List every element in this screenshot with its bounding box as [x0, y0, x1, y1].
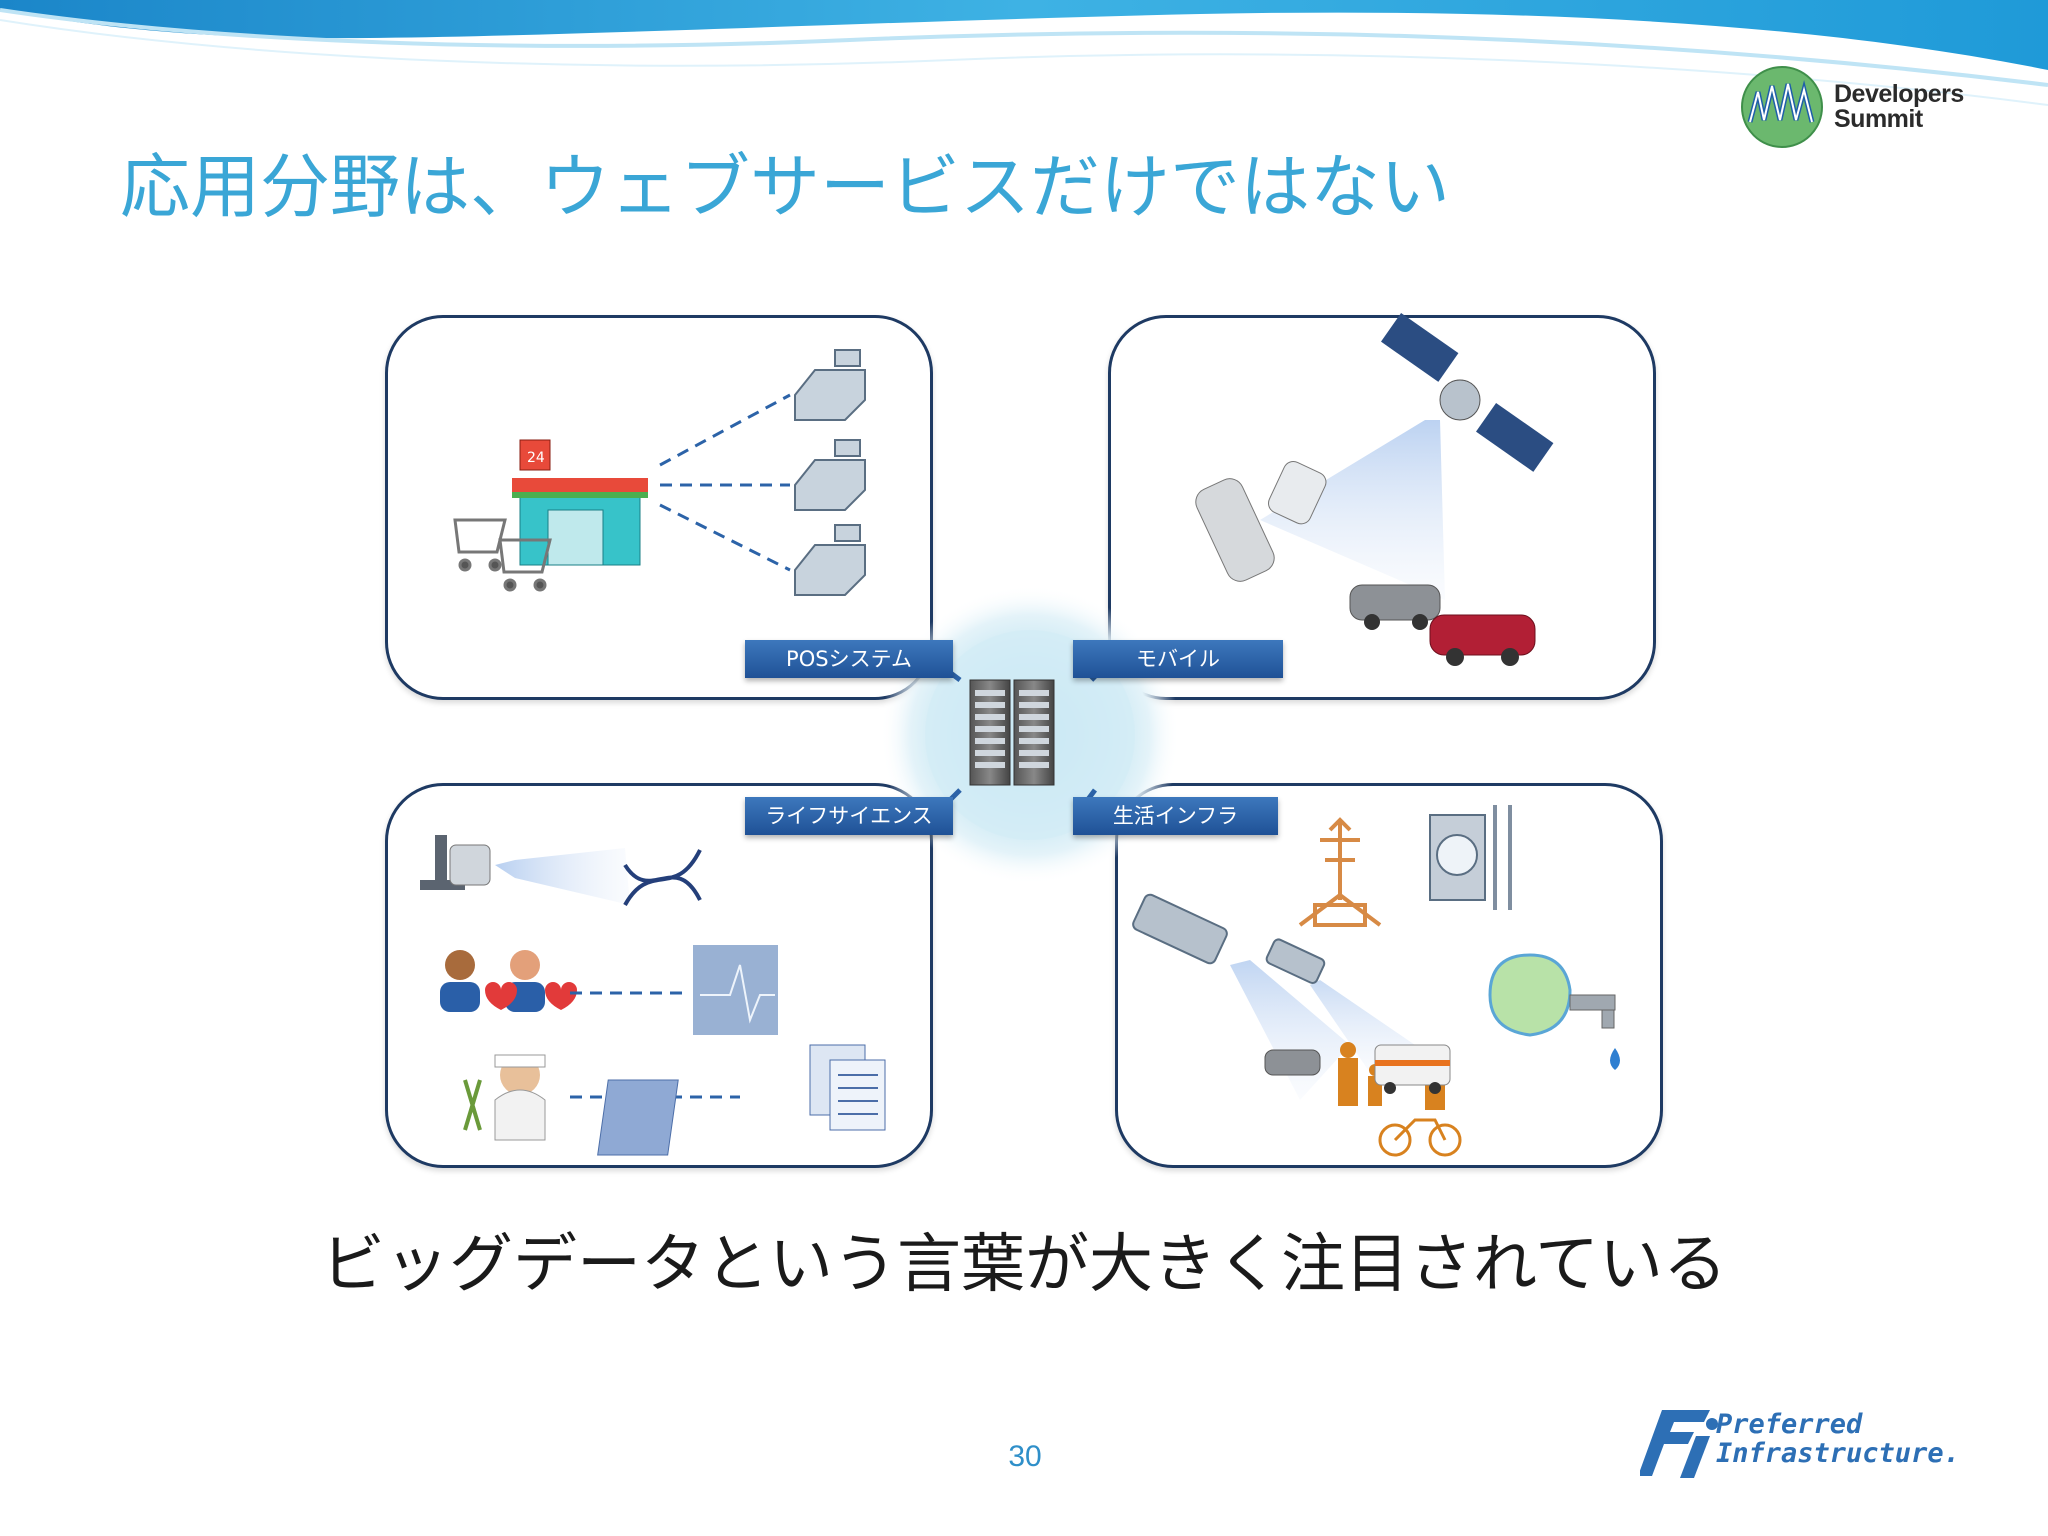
dna-icon	[623, 849, 702, 906]
small-car-icon	[1264, 1049, 1321, 1076]
water-tap-icon	[1488, 953, 1620, 1070]
slide-title: 応用分野は、ウェブサービスだけではない	[120, 146, 1450, 228]
logo-line-2: Summit	[1834, 105, 1923, 133]
slide-subtitle: ビッグデータという言葉が大きく注目されている	[320, 1228, 1728, 1302]
patients-icon	[440, 950, 577, 1012]
satellite-beam	[1260, 420, 1445, 600]
label-pos-system: POSシステム	[745, 640, 953, 678]
bicycle-icon	[1378, 1118, 1462, 1157]
security-camera-icon	[1132, 893, 1326, 984]
company-line-1: Preferred	[1716, 1409, 1863, 1440]
developers-summit-logo	[1741, 66, 1823, 148]
server-rack-icon	[969, 679, 1055, 786]
header-wave	[0, 0, 2048, 106]
infrastructure-panel	[1115, 783, 1663, 1168]
logo-line-1: Developers	[1834, 80, 1964, 108]
preferred-infrastructure-logo	[1640, 1410, 1718, 1478]
svg-text:24: 24	[527, 450, 545, 466]
mobile-phone-icon	[1195, 461, 1327, 582]
store-icon: 24	[512, 439, 648, 566]
microscope-beam	[495, 848, 630, 905]
heart-monitor-icon	[693, 945, 778, 1035]
meter-icon	[1429, 805, 1512, 910]
ambulance-icon	[1374, 1044, 1451, 1094]
satellite-icon	[1381, 312, 1554, 472]
doctor-icon	[463, 1054, 546, 1141]
label-mobile: モバイル	[1073, 640, 1283, 678]
developers-summit-wordmark: Developers Summit	[1834, 82, 1964, 132]
power-line-house-icon	[1298, 817, 1382, 927]
camera-beam	[1230, 960, 1350, 1100]
label-life-science: ライフサイエンス	[745, 797, 953, 835]
page-number: 30	[1008, 1440, 1042, 1473]
document-icon	[597, 1044, 886, 1156]
pos-dashed-links	[659, 393, 791, 572]
company-line-2: Infrastructure.	[1716, 1438, 1960, 1469]
cash-register-icon	[794, 349, 866, 596]
label-infrastructure: 生活インフラ	[1073, 797, 1278, 835]
microscope-icon	[420, 835, 491, 890]
company-wordmark: Preferred Infrastructure.	[1716, 1410, 1960, 1468]
car-icon	[1349, 584, 1536, 666]
shopping-cart-icon	[453, 518, 552, 592]
